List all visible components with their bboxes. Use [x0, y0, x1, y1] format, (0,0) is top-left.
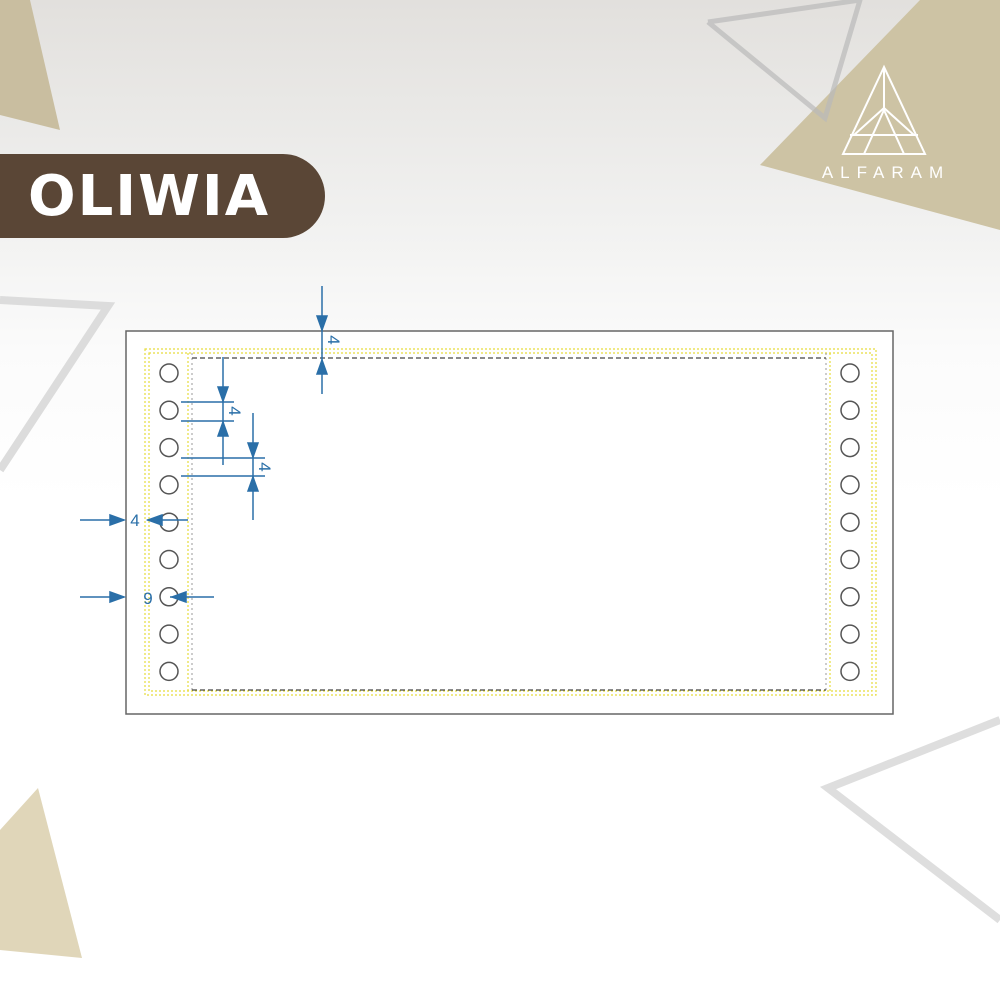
feed-hole [840, 437, 860, 458]
feed-hole [840, 475, 860, 495]
product-name-banner: OLIWIA [0, 154, 325, 238]
feed-hole [159, 549, 179, 570]
tear-lines [191, 353, 827, 691]
feed-hole [159, 624, 179, 644]
dim-hole-gap-2: 4 [255, 462, 274, 471]
feed-hole [159, 437, 179, 458]
dimension-lines [80, 286, 329, 604]
perforation-lines [144, 348, 877, 696]
feed-hole [840, 661, 860, 682]
dim-hole-gap-1: 4 [225, 406, 244, 415]
outline-triangle-left [0, 296, 116, 473]
triangle-top-right [760, 0, 1000, 230]
dim-top-margin: 4 [324, 335, 343, 344]
product-name: OLIWIA [28, 163, 271, 229]
dim-hole-offset: 9 [143, 589, 152, 608]
dim-side-margin: 4 [130, 511, 139, 530]
feed-hole [840, 400, 860, 421]
feed-hole [840, 512, 860, 532]
feed-hole [840, 363, 860, 383]
feed-hole [840, 549, 860, 570]
feed-holes [159, 363, 860, 682]
feed-hole [159, 400, 179, 421]
feed-hole [840, 624, 860, 644]
triangle-top-left [0, 0, 60, 130]
feed-hole [159, 661, 179, 682]
feed-hole [159, 475, 179, 495]
outline-triangle-right [819, 716, 1000, 924]
brand-logo-text: ALFARAM [821, 163, 951, 182]
alfaram-logo-icon [841, 64, 927, 155]
outline-triangle-top [706, 0, 863, 123]
triangle-bottom-left [0, 788, 82, 958]
paper-outline [125, 330, 894, 715]
print-area-border [192, 357, 826, 691]
feed-hole [840, 587, 860, 607]
feed-hole [159, 363, 179, 383]
